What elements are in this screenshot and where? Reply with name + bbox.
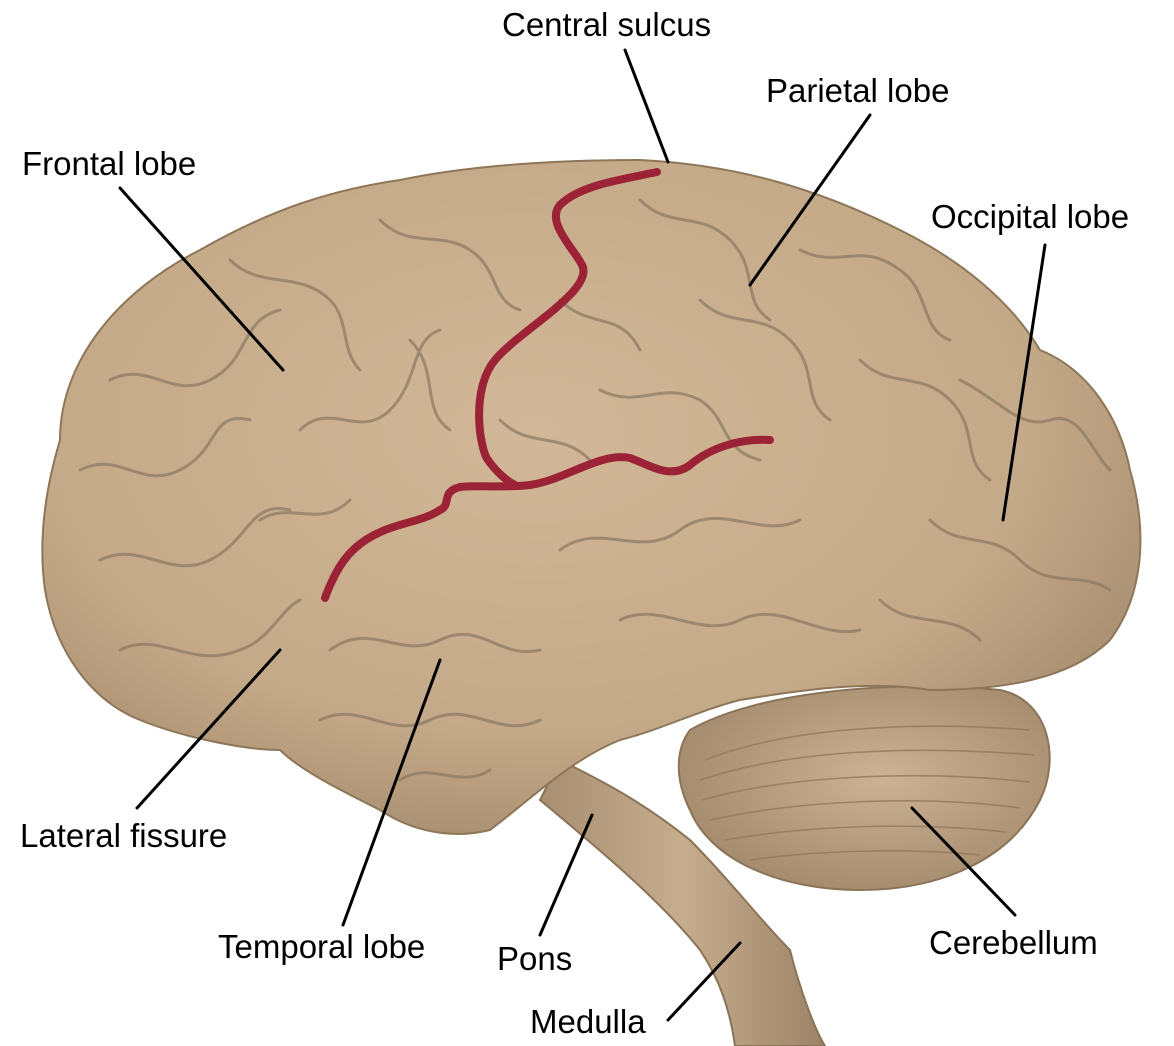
leader-lateral-fissure [135,648,282,810]
leader-occipital-lobe [1001,243,1047,522]
label-parietal-lobe: Parietal lobe [766,72,950,109]
leader-parietal-lobe [748,113,872,287]
label-central-sulcus: Central sulcus [502,6,712,43]
label-cerebellum: Cerebellum [929,924,1098,961]
leader-pons [538,813,594,937]
label-lateral-fissure: Lateral fissure [20,817,228,854]
lateral-fissure-line [321,435,774,602]
leader-cerebellum [910,806,1017,917]
leader-frontal-lobe [118,186,285,372]
cerebellum-shape [677,685,1051,892]
label-medulla: Medulla [530,1003,646,1040]
brainstem-shape [538,758,827,1046]
label-frontal-lobe: Frontal lobe [22,145,197,182]
leader-central-sulcus [623,48,670,164]
label-occipital-lobe: Occipital lobe [931,198,1130,235]
central-sulcus-line [475,168,661,489]
label-pons: Pons [497,940,573,977]
leader-temporal-lobe [341,658,442,927]
cerebrum-shape [41,158,1142,835]
label-temporal-lobe: Temporal lobe [218,928,426,965]
leader-medulla [666,941,742,1022]
